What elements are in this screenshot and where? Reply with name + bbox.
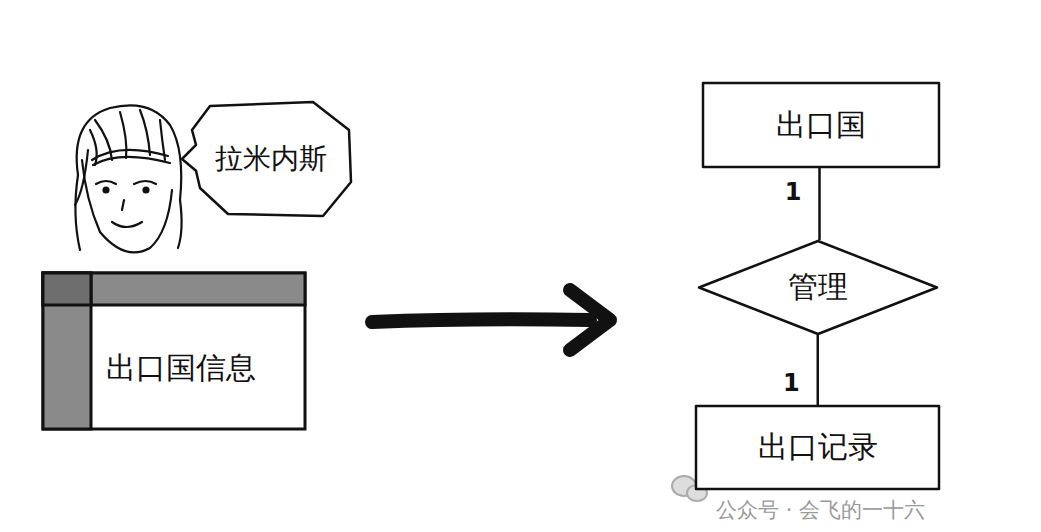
girl-face [75, 105, 182, 252]
entity-box: 出口国 [702, 82, 940, 168]
relation-line [817, 335, 820, 405]
relation-line [818, 168, 821, 240]
cardinality-label: 1 [783, 178, 804, 206]
cardinality-label: 1 [781, 369, 802, 397]
table-icon: 出口国信息 [42, 272, 306, 430]
node-text: 拉米内斯 [215, 140, 327, 178]
speech-bubble: 拉米内斯 [188, 100, 353, 218]
node-text: 出口国 [776, 105, 866, 146]
watermark: 公众号 · 会飞的一十六 [716, 496, 925, 524]
relation-diamond: 管理 [698, 240, 938, 335]
node-text: 出口国信息 [106, 348, 256, 389]
big-arrow [372, 290, 610, 350]
node-text: 管理 [788, 267, 848, 308]
node-text: 出口记录 [758, 427, 878, 468]
entity-box: 出口记录 [695, 405, 940, 490]
